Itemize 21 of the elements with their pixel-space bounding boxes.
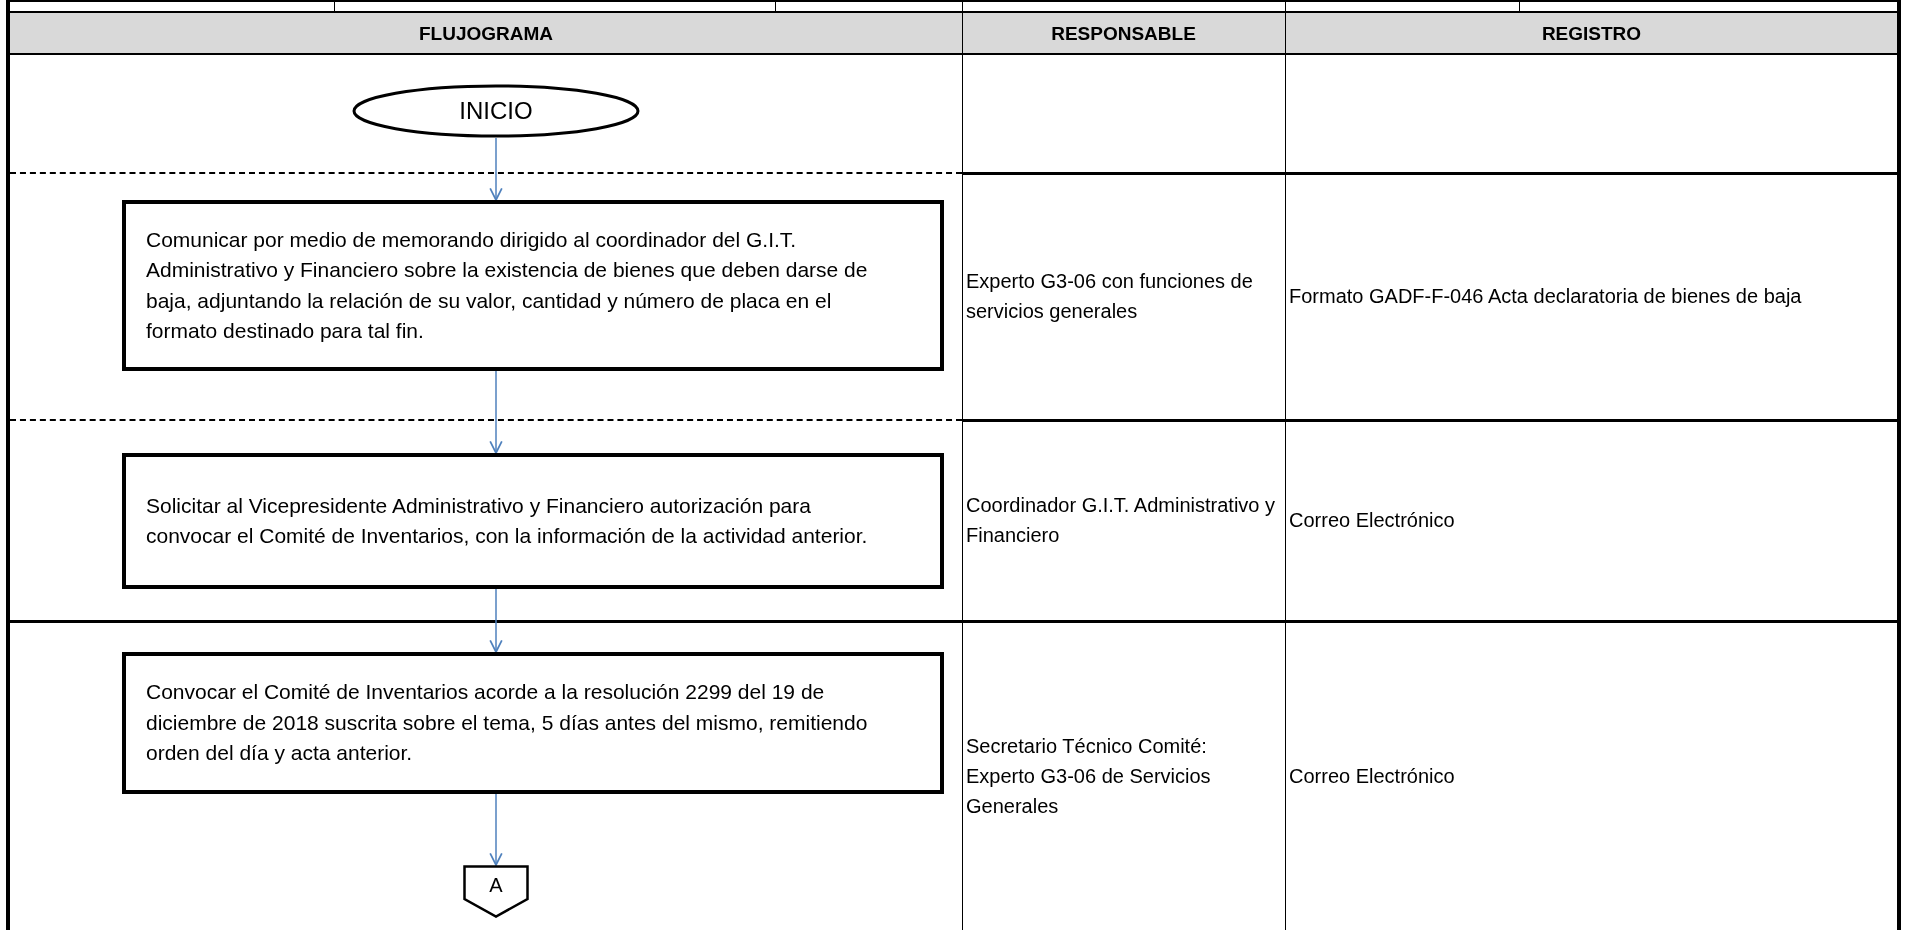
process-box	[122, 652, 944, 794]
table-cell-text: Correo Electrónico	[1289, 763, 1456, 789]
table-cell-text: Secretario Técnico Comité: Experto G3-06 de Servicios Generales	[966, 733, 1212, 819]
column-header: REGISTRO	[1540, 21, 1643, 46]
column-header: FLUJOGRAMA	[417, 21, 555, 46]
process-text: Convocar el Comité de Inventarios acorde a la resolución 2299 del 19 de diciembre de 2018 suscrita sobre el tema, 5 días antes del mismo, remitiendo orden del día y acta anterior.	[146, 679, 869, 767]
arrow	[489, 793, 503, 866]
table-cell-text: Correo Electrónico	[1289, 508, 1456, 533]
process-box	[122, 200, 944, 371]
process-text: Solicitar al Vicepresidente Administrativo y Financiero autorización para convocar el Comité de Inventarios, con la información de la actividad anterior.	[146, 492, 869, 549]
arrow	[489, 370, 503, 454]
arrow	[489, 588, 503, 653]
arrow	[489, 137, 503, 201]
table-cell-text: Formato GADF-F-046 Acta declaratoria de bienes de baja	[1289, 284, 1803, 309]
connector-letter: A	[489, 873, 503, 898]
column-header: RESPONSABLE	[1050, 21, 1197, 46]
process-box	[122, 453, 944, 589]
table-cell-text: Coordinador G.I.T. Administrativo y Financiero	[966, 493, 1276, 548]
table-cell-text: Experto G3-06 con funciones de servicios generales	[966, 269, 1254, 324]
process-text: Comunicar por medio de memorando dirigido al coordinador del G.I.T. Administrativo y Financiero sobre la existencia de bienes que deben darse de baja, adjuntando la relación de su valor, cantidad y número de placa en el formato destinado para tal fin.	[146, 226, 869, 344]
terminal-label: INICIO	[459, 95, 533, 126]
